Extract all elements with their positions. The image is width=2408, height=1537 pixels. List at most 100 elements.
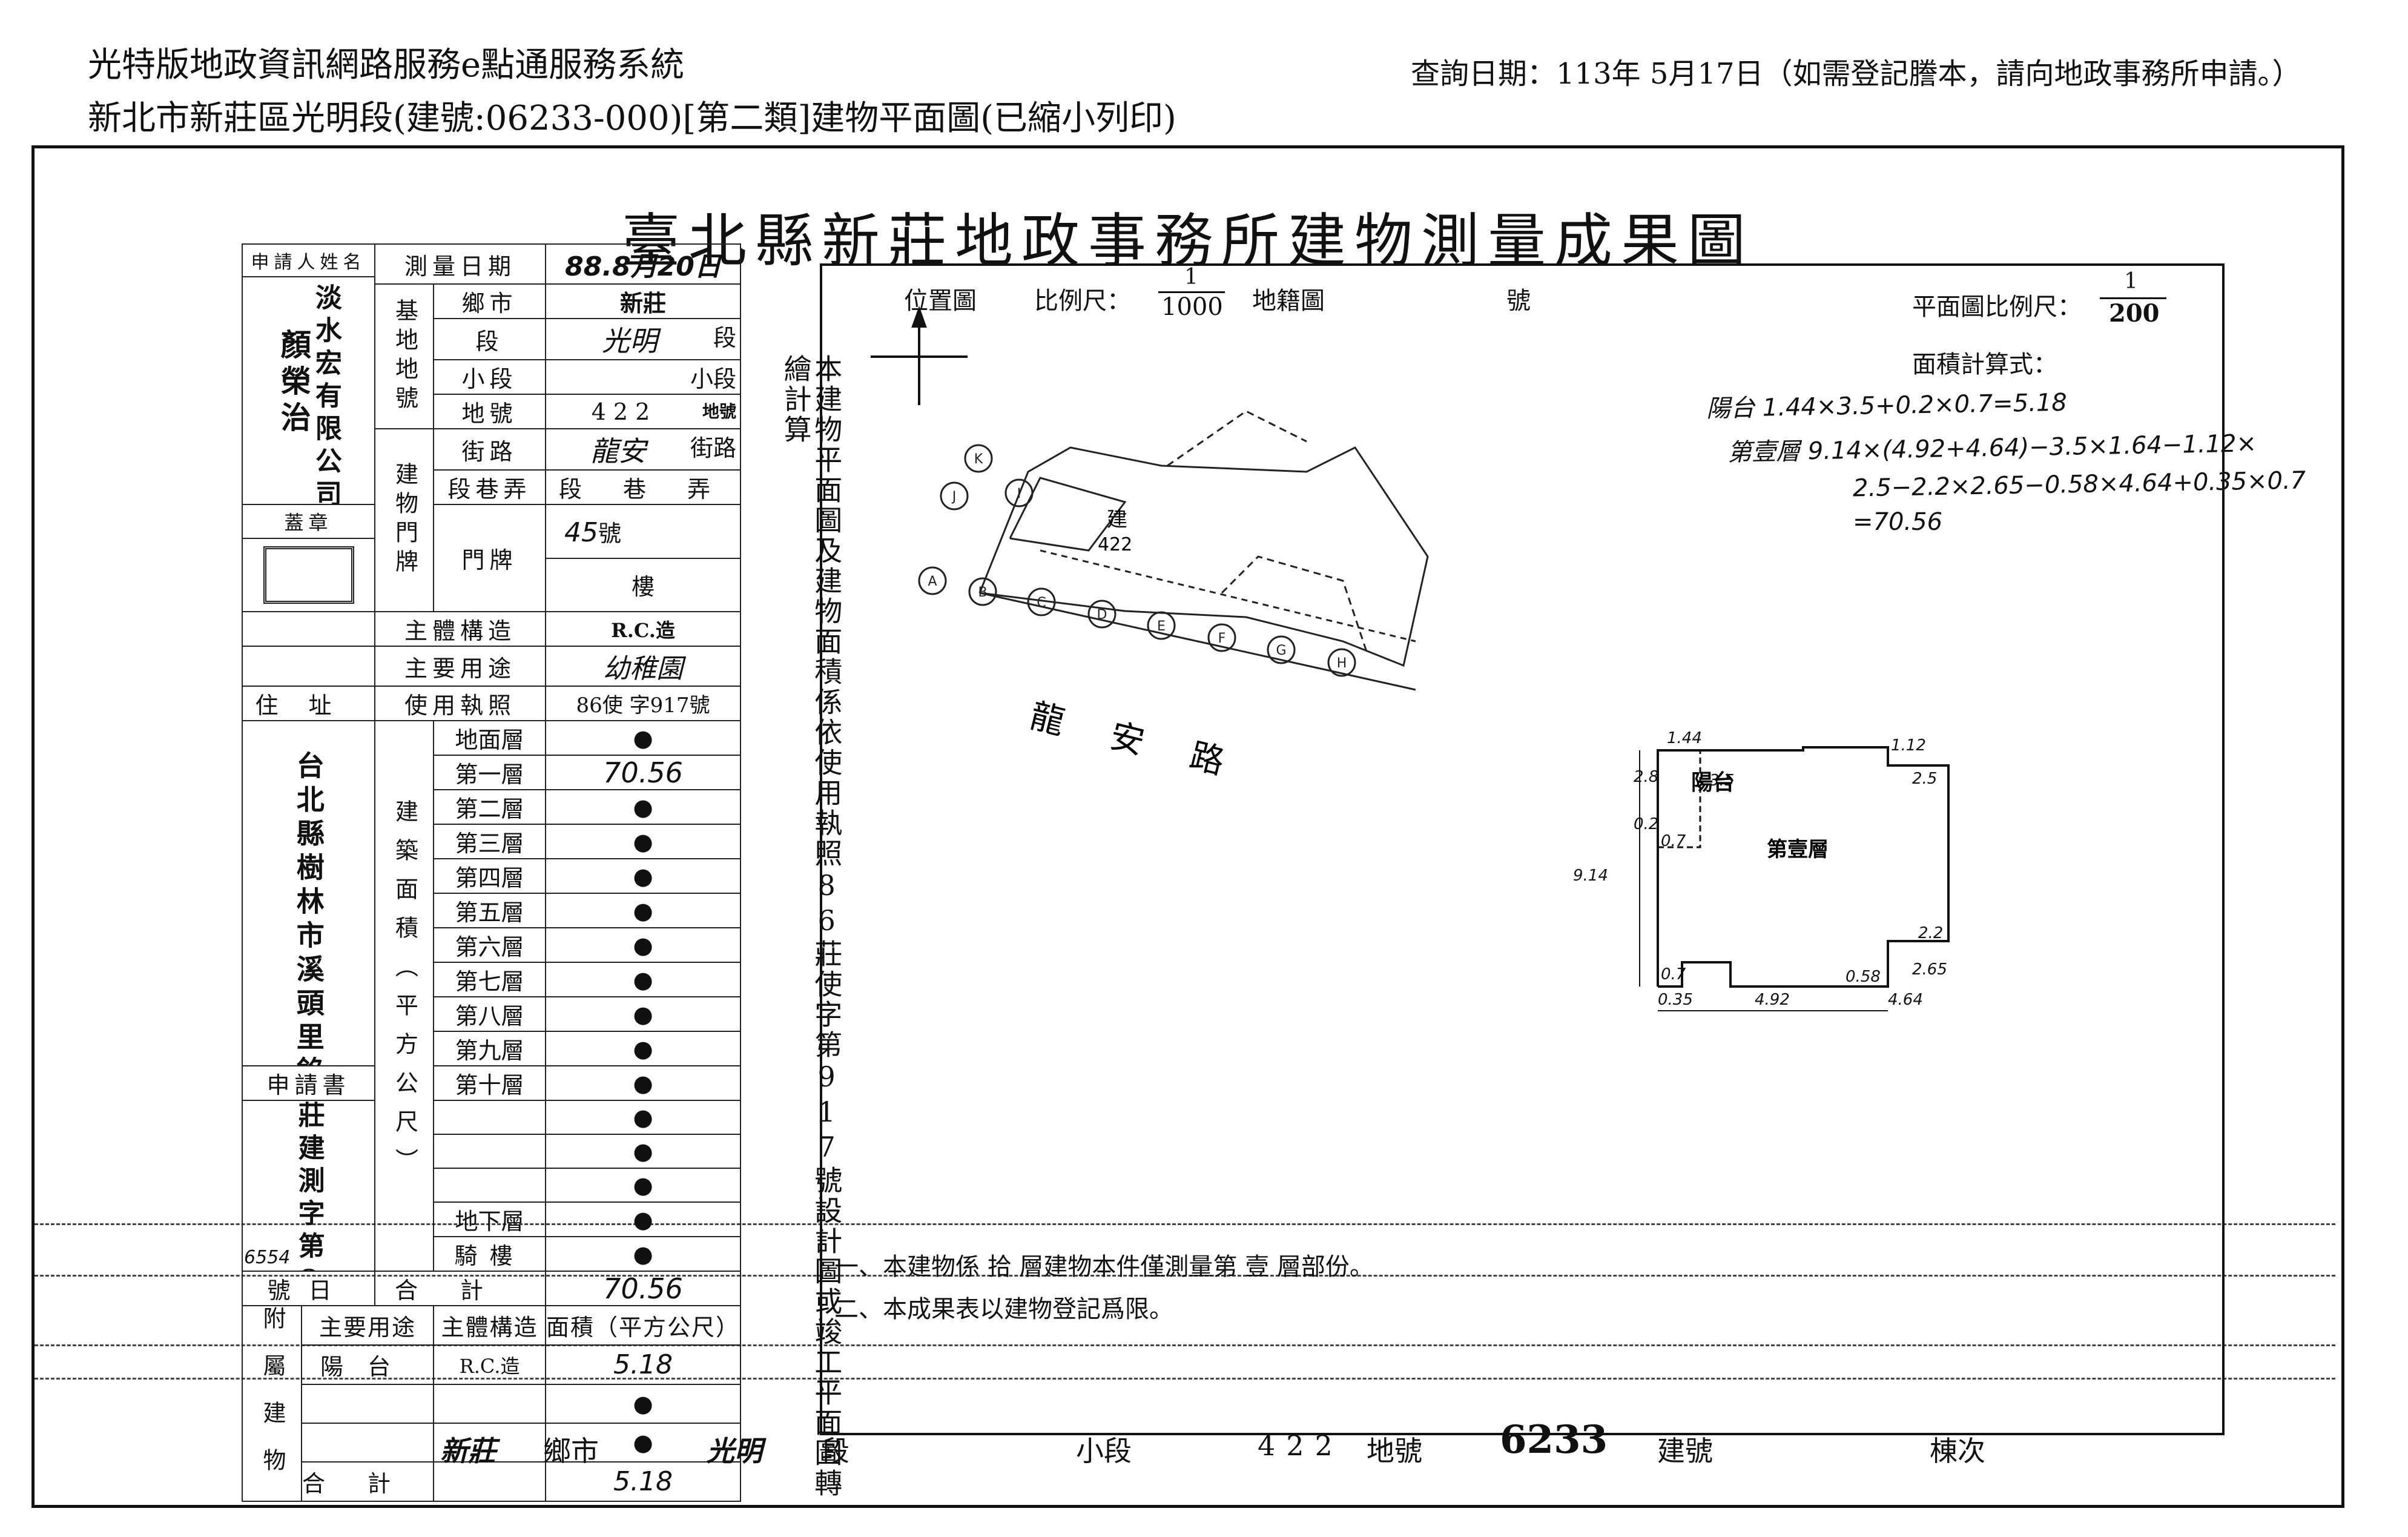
- use-value: 幼稚園: [545, 646, 742, 687]
- survey-date-label: 測量日期: [374, 243, 547, 285]
- floor-name-8: 第八層: [433, 996, 547, 1032]
- footer-lot-value: 422: [1258, 1429, 1344, 1462]
- subsection-suffix: 小段: [545, 359, 742, 395]
- map-lot-label: 422: [1098, 534, 1132, 555]
- floor-value-15: ●: [545, 1236, 742, 1272]
- floor-value-7: ●: [545, 962, 742, 997]
- floor-suffix: 樓: [545, 557, 742, 612]
- attached-row-area: ●: [545, 1423, 742, 1463]
- attached-row-use: [300, 1384, 435, 1424]
- attached-label: 附屬建物: [259, 1306, 286, 1495]
- calc-line-3: =70.56: [1853, 508, 1943, 536]
- dim-label: 0.7: [1661, 832, 1686, 850]
- registration-form: 申請人姓名 顏榮治 淡水宏有限公司建設 測量日期 88.8月20日 基地地號 鄉…: [241, 243, 742, 1502]
- dim-label: 0.35: [1658, 991, 1693, 1009]
- location-map: K J I A B C D E F G H 建 422 龍安路: [871, 306, 1429, 795]
- floor-value-3: ●: [545, 824, 742, 859]
- calc-title: 面積計算式：: [1912, 351, 2057, 378]
- lot-value: 422: [591, 398, 658, 425]
- attached-row-structure: [433, 1423, 547, 1463]
- floor-name-6: 第六層: [433, 927, 547, 963]
- attached-row-area: ●: [545, 1384, 742, 1424]
- street-suffix: 街路: [690, 435, 737, 461]
- unit-label: A: [928, 574, 937, 589]
- plan-scale-bar: [2100, 297, 2166, 299]
- unit-label: H: [1337, 656, 1347, 671]
- footer-section-value: 光明: [707, 1435, 762, 1467]
- map-building-label: 建: [1107, 507, 1127, 532]
- app-no-label: 申請書: [241, 1065, 376, 1101]
- floor-name-2: 第二層: [433, 789, 547, 825]
- unit-circles: [918, 444, 1356, 677]
- number-label: 號: [1506, 287, 1531, 315]
- attached-header-area: 面積（平方公尺）: [545, 1304, 742, 1346]
- seal-label: 蓋章: [243, 506, 374, 539]
- app-no-value: 莊建測字第86年8月14號: [294, 1102, 325, 1270]
- township-value: 新莊: [545, 283, 742, 319]
- base-lot-label: 基地地號: [374, 283, 435, 429]
- total-value: 70.56: [545, 1271, 742, 1306]
- floor-value-11: ●: [545, 1100, 742, 1135]
- parcel-outline: [978, 410, 1429, 691]
- attached-label-cell: 附屬建物: [242, 1305, 302, 1502]
- floor-value-0: ●: [545, 720, 742, 756]
- applicant-label: 申請人姓名: [243, 245, 374, 277]
- plan-scale-den: 200: [2109, 299, 2160, 328]
- attached-total-blank: [433, 1461, 547, 1502]
- subsection-label: 小段: [433, 359, 547, 395]
- footer-building-no-value: 6233: [1500, 1417, 1608, 1463]
- balcony-outline: [1657, 749, 1701, 848]
- seal-cell: 蓋章: [241, 504, 376, 612]
- app-date-label: 號日: [241, 1271, 376, 1306]
- lane-label: 段巷弄: [433, 469, 547, 505]
- calc-line-1: 第壹層 9.14×(4.92+4.64)−3.5×1.64−1.12×: [1727, 429, 2257, 467]
- location-scale-den: 1000: [1161, 293, 1223, 321]
- floor-name-9: 第九層: [433, 1031, 547, 1066]
- dim-label: 2.2: [1918, 924, 1943, 942]
- lot-label: 地號: [433, 394, 547, 429]
- structure-value: R.C.造: [545, 611, 742, 647]
- plate-label: 門牌: [433, 504, 547, 612]
- floor-value-5: ●: [545, 893, 742, 928]
- floor-name-15: 騎樓: [433, 1236, 547, 1272]
- scan-line: [35, 1275, 2335, 1277]
- floor-name-4: 第四層: [433, 858, 547, 894]
- footer-township-label: 鄉市: [543, 1435, 599, 1467]
- app-no-cell: 莊建測字第86年8月14號 6554: [241, 1100, 376, 1272]
- floor-plan: 陽台 第壹層 1.44 2.8 0.2 0.7 3.5 1.12 2.5 9.1…: [1573, 729, 1950, 1011]
- floor-value-12: ●: [545, 1134, 742, 1169]
- query-date: 查詢日期：113年 5月17日（如需登記謄本，請向地政事務所申請。）: [1411, 57, 2301, 91]
- street-label: 街路: [433, 428, 547, 471]
- dim-label: 0.7: [1661, 965, 1686, 983]
- attached-header-structure: 主體構造: [433, 1304, 547, 1346]
- floor-value-6: ●: [545, 927, 742, 963]
- unit-label: K: [974, 452, 983, 467]
- floor-name-12: [433, 1134, 547, 1169]
- dim-label: 0.58: [1846, 968, 1881, 986]
- dim-label: 4.92: [1755, 991, 1790, 1009]
- lot-suffix: 地號: [702, 401, 737, 421]
- attached-row-structure: [433, 1384, 547, 1424]
- first-floor-label: 第壹層: [1767, 838, 1829, 862]
- floor-value-10: ●: [545, 1065, 742, 1101]
- attached-total-label: 合計: [300, 1461, 435, 1502]
- attached-row-structure: R.C.造: [433, 1344, 547, 1386]
- cadastral-label: 地籍圖: [1252, 287, 1325, 315]
- area-label: 建築面積（平方公尺）: [391, 799, 418, 1187]
- scale-label: 比例尺：: [1034, 287, 1131, 315]
- use-label: 主要用途: [374, 646, 547, 687]
- floor-value-14: ●: [545, 1202, 742, 1237]
- footer-section-label: 段: [822, 1435, 849, 1467]
- road-label: 龍安路: [1026, 696, 1276, 795]
- permit-label: 使用執照: [374, 686, 547, 721]
- footer-subsection-label: 小段: [1076, 1435, 1132, 1467]
- dim-label: 1.44: [1667, 729, 1702, 747]
- floor-name-1: 第一層: [433, 755, 547, 790]
- app-no-handwritten: 6554: [244, 1247, 291, 1268]
- dim-label: 2.8: [1634, 768, 1658, 786]
- address-blank: [241, 611, 376, 647]
- balcony-label: 陽台: [1691, 770, 1735, 795]
- dim-label: 1.12: [1891, 736, 1926, 755]
- attached-row-use: [300, 1423, 435, 1463]
- location-label: 位置圖: [904, 287, 977, 315]
